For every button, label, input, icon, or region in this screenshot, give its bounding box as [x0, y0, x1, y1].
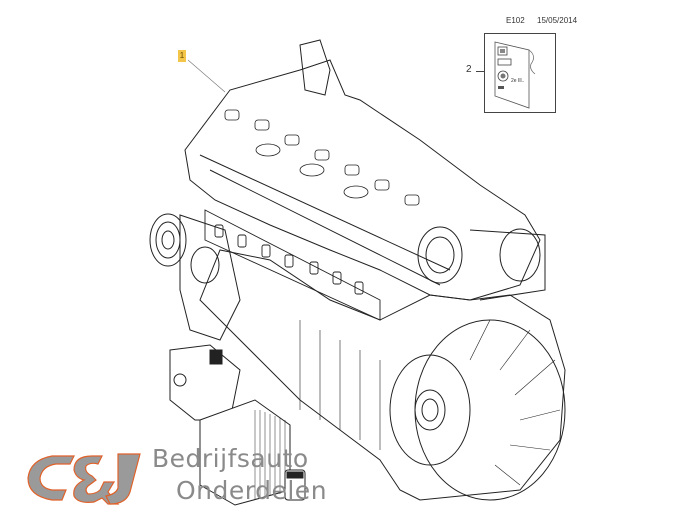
part-2-inset: 2e Ill..	[484, 33, 556, 113]
inset-label-text: 2e Ill..	[511, 78, 525, 84]
label-decal-icon	[494, 41, 536, 109]
callout-2-number: 2	[466, 64, 472, 75]
diagram-date: 15/05/2014	[537, 16, 578, 25]
watermark-line-2: Onderdelen	[176, 476, 328, 505]
watermark-line-1: Bedrijfsauto	[152, 444, 309, 473]
callout-1-badge[interactable]: 1	[178, 50, 186, 62]
company-logo	[22, 448, 142, 513]
callout-2-leader	[476, 71, 484, 72]
diagram-code: E102	[506, 16, 525, 25]
